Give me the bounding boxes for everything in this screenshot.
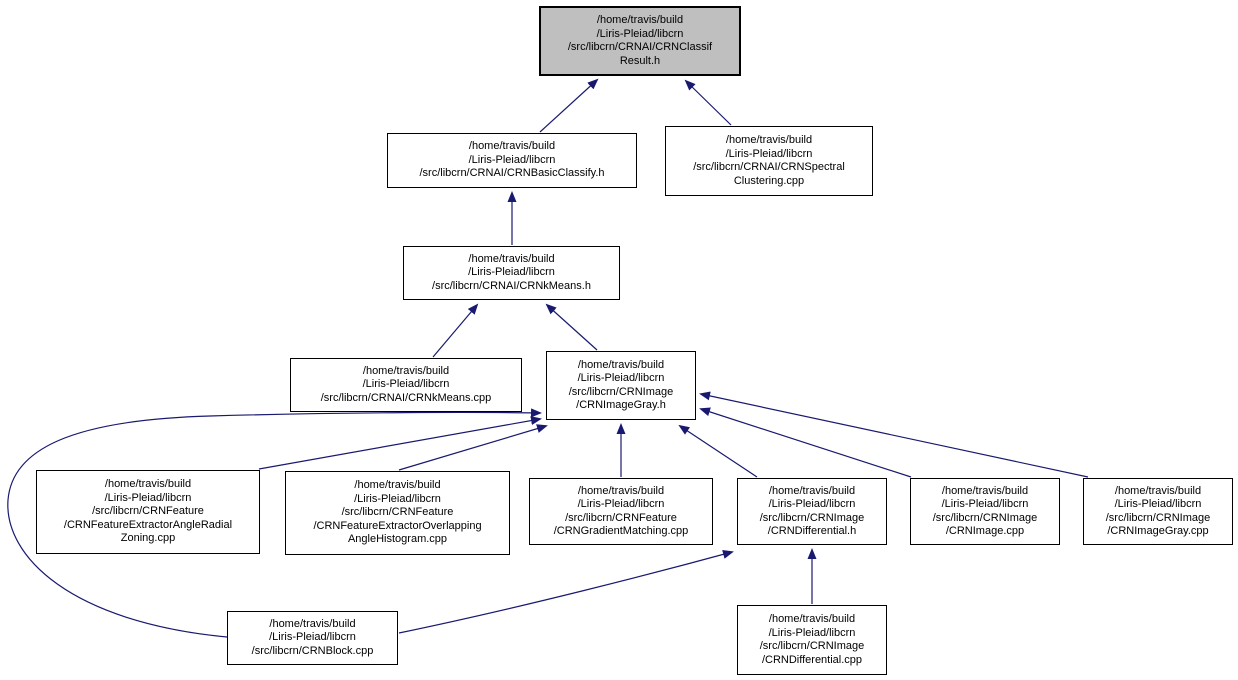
node-label-line: /CRNGradientMatching.cpp — [553, 525, 689, 537]
graph-node-CRNBlock_cpp[interactable]: /home/travis/build/Liris-Pleiad/libcrn/s… — [227, 611, 398, 665]
node-label-line: /home/travis/build — [941, 484, 1029, 497]
graph-node-CRNClassifResult_h: /home/travis/build/Liris-Pleiad/libcrn/s… — [539, 6, 741, 76]
node-label-line: /CRNImageGray.cpp — [1107, 525, 1209, 537]
node-label-line: /src/libcrn/CRNImage — [1105, 511, 1211, 524]
graph-node-CRNFeatureExtractorOverlappingAngleHistogram_cpp[interactable]: /home/travis/build/Liris-Pleiad/libcrn/s… — [285, 471, 510, 555]
include-edge-CRNBasicClassify_h-to-CRNClassifResult_h — [539, 78, 599, 133]
node-label-line: /Liris-Pleiad/libcrn — [768, 626, 856, 639]
node-label-line: Result.h — [619, 54, 661, 67]
node-label-line: /Liris-Pleiad/libcrn — [362, 378, 450, 391]
node-label-line: /src/libcrn/CRNFeature — [341, 506, 454, 519]
node-label-line: /CRNFeatureExtractorAngleRadial — [63, 518, 233, 531]
node-label-line: /src/libcrn/CRNImage — [568, 385, 674, 398]
node-label-line: /src/libcrn/CRNAI/CRNkMeans.cpp — [320, 391, 492, 404]
node-label-line: /Liris-Pleiad/libcrn — [468, 153, 556, 166]
node-label-line: /home/travis/build — [354, 479, 441, 492]
graph-node-CRNSpectralClustering_cpp[interactable]: /home/travis/build/Liris-Pleiad/libcrn/s… — [665, 126, 873, 196]
graph-node-CRNDifferential_cpp[interactable]: /home/travis/build/Liris-Pleiad/libcrn/s… — [737, 605, 887, 675]
node-label-line: /src/libcrn/CRNAI/CRNSpectral — [693, 161, 845, 173]
include-edge-CRNSpectralClustering_cpp-to-CRNClassifResult_h — [684, 79, 732, 126]
node-label-line: /home/travis/build — [768, 484, 856, 497]
include-edge-CRNImageGray_cpp-to-CRNImageGray_h — [699, 391, 1089, 478]
node-label-line: /Liris-Pleiad/libcrn — [768, 498, 856, 510]
node-label-line: /home/travis/build — [468, 252, 555, 265]
node-label-line: /home/travis/build — [362, 364, 450, 377]
node-label-line: /Liris-Pleiad/libcrn — [104, 491, 192, 504]
node-label-line: /CRNImageGray.h — [576, 399, 666, 411]
node-label-line: /src/libcrn/CRNAI/CRNBasicClassify.h — [419, 167, 605, 180]
node-label-line: Clustering.cpp — [733, 174, 805, 187]
node-label-line: /CRNFeatureExtractorOverlapping — [313, 519, 482, 532]
node-label-line: /Liris-Pleiad/libcrn — [354, 492, 441, 505]
node-label-line: /Liris-Pleiad/libcrn — [1114, 498, 1202, 510]
include-edge-CRNImage_cpp-to-CRNImageGray_h — [699, 407, 912, 478]
node-label-line: /CRNDifferential.h — [767, 525, 857, 537]
node-label-line: /src/libcrn/CRNImage — [759, 511, 865, 524]
graph-node-CRNkMeans_cpp[interactable]: /home/travis/build/Liris-Pleiad/libcrn/s… — [290, 358, 522, 412]
include-edge-CRNFeatureExtractorOverlappingAngleHistogram_cpp-to-CRNImageGray_h — [398, 424, 548, 471]
node-label-line: /Liris-Pleiad/libcrn — [468, 266, 555, 279]
include-edge-CRNDifferential_h-to-CRNImageGray_h — [678, 424, 758, 478]
graph-node-CRNGradientMatching_cpp[interactable]: /home/travis/build/Liris-Pleiad/libcrn/s… — [529, 478, 713, 545]
node-label-line: /src/libcrn/CRNImage — [759, 640, 865, 652]
node-label-line: /src/libcrn/CRNAI/CRNClassif — [567, 41, 713, 53]
node-label-line: /home/travis/build — [269, 617, 356, 630]
node-label-line: /src/libcrn/CRNBlock.cpp — [251, 644, 374, 657]
node-label-line: /Liris-Pleiad/libcrn — [577, 498, 665, 510]
node-label-line: /home/travis/build — [596, 14, 684, 26]
node-label-line: /CRNImage.cpp — [945, 525, 1025, 537]
graph-node-CRNImage_cpp[interactable]: /home/travis/build/Liris-Pleiad/libcrn/s… — [910, 478, 1060, 545]
graph-node-CRNFeatureExtractorAngleRadialZoning_cpp[interactable]: /home/travis/build/Liris-Pleiad/libcrn/s… — [36, 470, 260, 554]
node-label-line: /home/travis/build — [577, 484, 665, 497]
include-edge-CRNBlock_cpp-to-CRNImageGray_h — [7, 408, 542, 638]
node-label-line: /Liris-Pleiad/libcrn — [269, 631, 356, 644]
node-label-line: /home/travis/build — [1114, 484, 1202, 497]
include-edge-CRNImageGray_h-to-CRNkMeans_h — [545, 303, 598, 351]
node-label-line: /src/libcrn/CRNFeature — [565, 511, 677, 524]
node-label-line: /Liris-Pleiad/libcrn — [577, 372, 665, 384]
node-label-line: /CRNDifferential.cpp — [761, 653, 863, 666]
node-label-line: AngleHistogram.cpp — [347, 533, 448, 546]
node-label-line: /src/libcrn/CRNFeature — [92, 505, 204, 518]
include-edge-CRNkMeans_cpp-to-CRNkMeans_h — [432, 303, 479, 358]
graph-node-CRNBasicClassify_h[interactable]: /home/travis/build/Liris-Pleiad/libcrn/s… — [387, 133, 637, 188]
include-edge-CRNFeatureExtractorAngleRadialZoning_cpp-to-CRNImageGray_h — [258, 416, 542, 470]
node-label-line: /src/libcrn/CRNAI/CRNkMeans.h — [432, 279, 591, 292]
include-edge-CRNBlock_cpp-to-CRNDifferential_h — [398, 550, 734, 634]
graph-node-CRNImageGray_cpp[interactable]: /home/travis/build/Liris-Pleiad/libcrn/s… — [1083, 478, 1233, 545]
graph-node-CRNDifferential_h[interactable]: /home/travis/build/Liris-Pleiad/libcrn/s… — [737, 478, 887, 545]
node-label-line: /home/travis/build — [768, 613, 856, 625]
node-label-line: /Liris-Pleiad/libcrn — [596, 27, 684, 40]
node-label-line: /home/travis/build — [725, 134, 813, 146]
node-label-line: Zoning.cpp — [120, 532, 176, 545]
node-label-line: /Liris-Pleiad/libcrn — [941, 498, 1029, 510]
node-label-line: /home/travis/build — [104, 478, 192, 491]
node-label-line: /Liris-Pleiad/libcrn — [725, 147, 813, 160]
graph-node-CRNImageGray_h[interactable]: /home/travis/build/Liris-Pleiad/libcrn/s… — [546, 351, 696, 420]
node-label-line: /home/travis/build — [577, 358, 665, 371]
node-label-line: /home/travis/build — [468, 140, 556, 153]
node-label-line: /src/libcrn/CRNImage — [932, 511, 1038, 524]
graph-node-CRNkMeans_h[interactable]: /home/travis/build/Liris-Pleiad/libcrn/s… — [403, 246, 620, 300]
